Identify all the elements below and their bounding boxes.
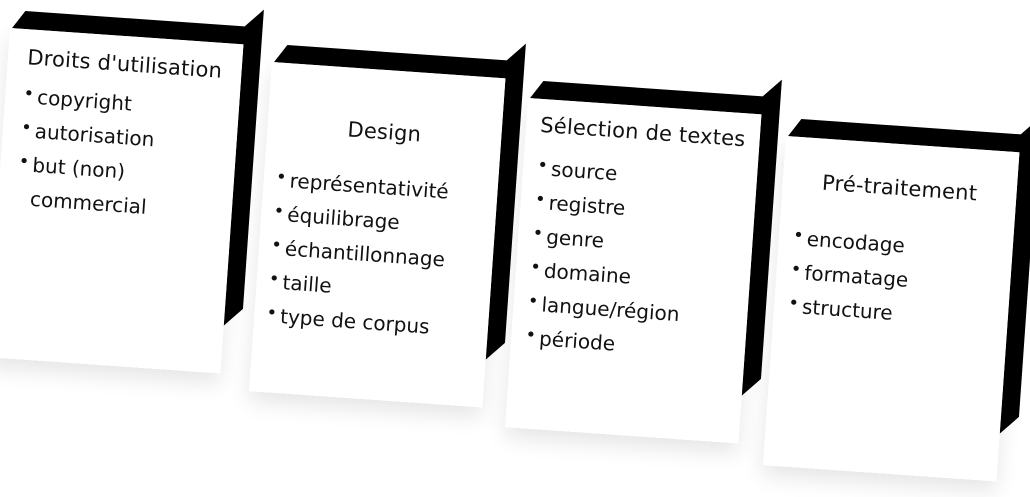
card-title: Design	[346, 117, 422, 147]
list-item-text: genre	[545, 224, 605, 253]
list-item-text: structure	[801, 294, 894, 325]
list-item-text: registre	[547, 190, 627, 221]
card-title: Sélection de textes	[539, 112, 747, 152]
card-list: • représentativité • équilibrage • échan…	[253, 162, 498, 348]
list-item-text: période	[538, 326, 616, 356]
list-item-text: but (non) commercial	[29, 152, 148, 219]
card-face: Pré-traitement • encodage • formatage • …	[762, 136, 1020, 482]
card-droits-utilisation: Droits d'utilisation • copyright • autor…	[0, 9, 264, 374]
card-face: Design • représentativité • équilibrage …	[248, 62, 506, 408]
list-item-text: taille	[281, 270, 333, 298]
card-list: • copyright • autorisation • but (non) c…	[0, 78, 240, 230]
card-selection-textes: Sélection de textes • source • registre …	[504, 79, 782, 444]
card-face: Droits d'utilisation • copyright • autor…	[0, 28, 244, 374]
card-list: • encodage • formatage • structure	[773, 220, 1014, 338]
card-design: Design • représentativité • équilibrage …	[248, 43, 526, 408]
card-list: • source • registre • genre • domaine •	[510, 150, 758, 370]
card-title: Droits d'utilisation	[26, 45, 223, 83]
list-item-text: source	[550, 156, 619, 186]
list-item: • but (non) commercial	[15, 147, 227, 229]
card-title: Pré-traitement	[821, 170, 978, 206]
card-pre-traitement: Pré-traitement • encodage • formatage • …	[762, 117, 1030, 482]
card-face: Sélection de textes • source • registre …	[504, 98, 762, 444]
